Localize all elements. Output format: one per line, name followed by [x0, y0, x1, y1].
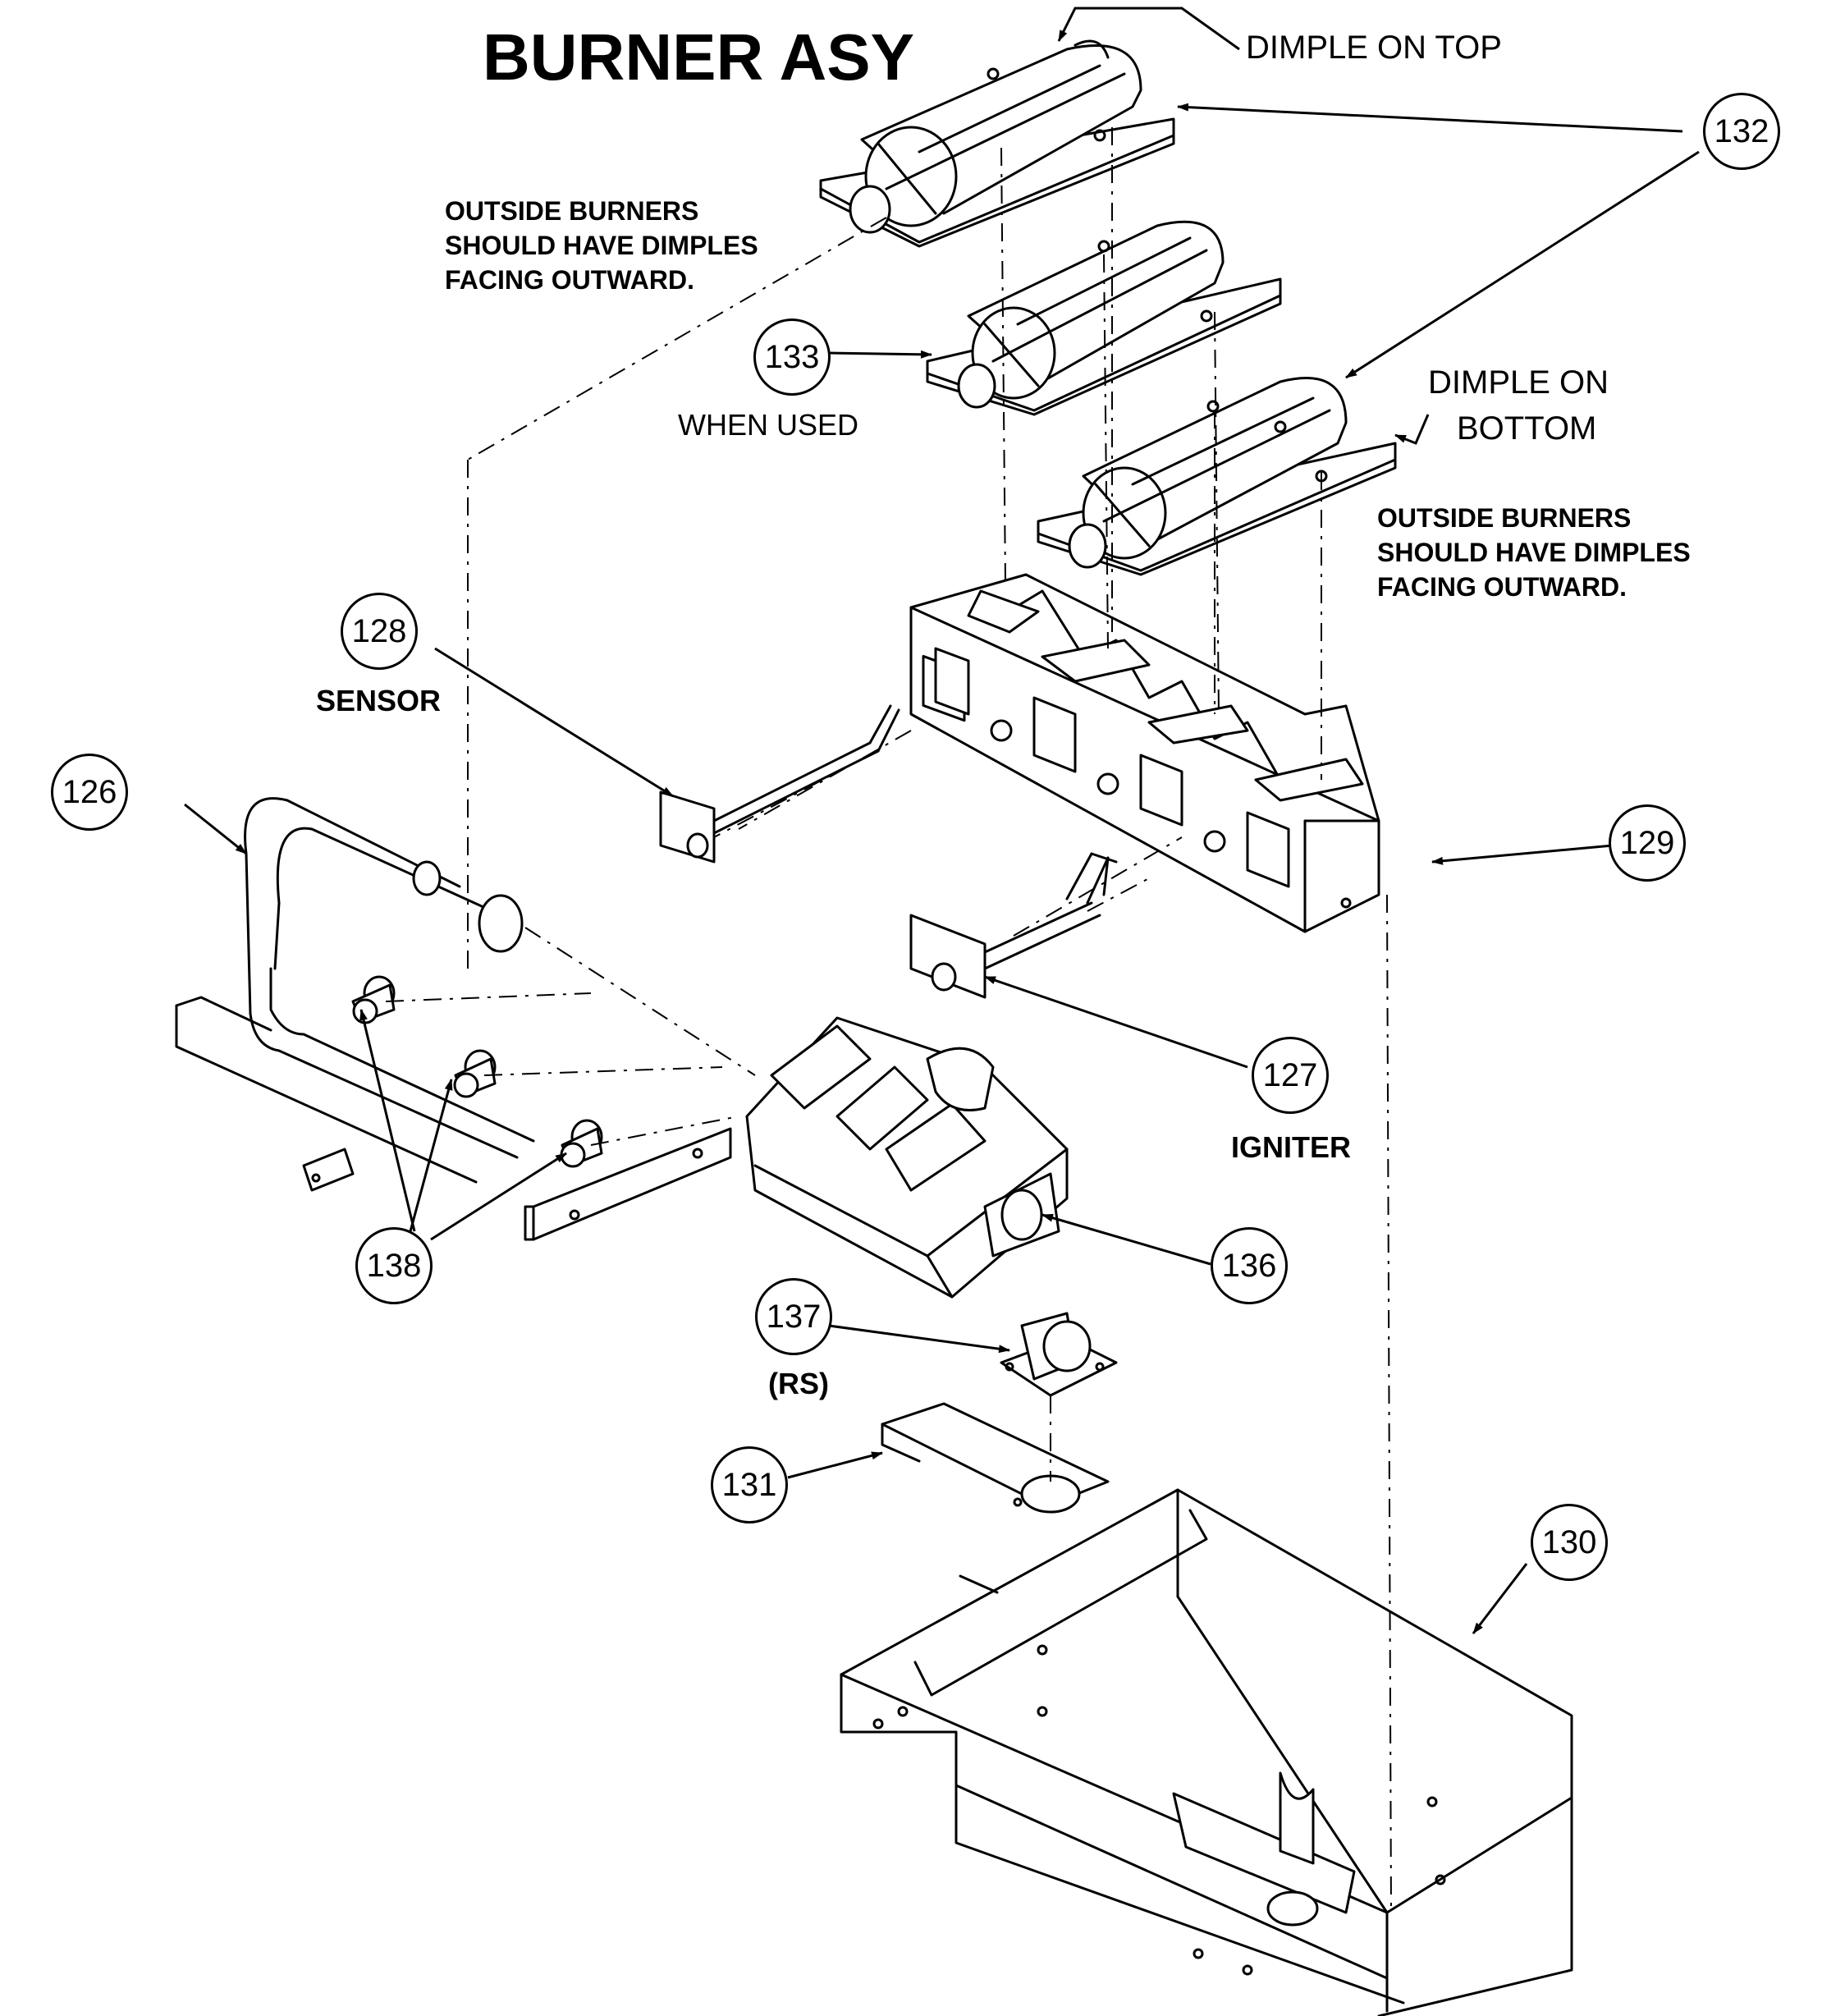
hot-surface-igniter [911, 854, 1116, 997]
callout-130: 130 [1531, 1504, 1608, 1581]
burner-box [911, 575, 1379, 932]
dimple-on-top-label: DIMPLE ON TOP [1246, 30, 1502, 66]
orifice-2 [455, 1051, 495, 1097]
orifice-1 [353, 977, 394, 1023]
sensor-label: SENSOR [316, 684, 442, 717]
callout-129: 129 [1609, 804, 1686, 882]
callout-133: 133 [753, 318, 831, 396]
note-right-line-2: SHOULD HAVE DIMPLES [1377, 538, 1691, 567]
dimple-on-bottom-label-1: DIMPLE ON [1428, 364, 1609, 401]
callout-128: 128 [341, 593, 418, 670]
burner-shield [841, 1490, 1572, 2016]
note-left-line-2: SHOULD HAVE DIMPLES [445, 231, 758, 260]
switch-bracket [882, 1404, 1108, 1512]
orifice-3 [561, 1120, 602, 1166]
manifold-pipe [176, 799, 730, 1239]
dimple-on-bottom-label-2: BOTTOM [1457, 410, 1597, 447]
callout-136: 136 [1211, 1227, 1288, 1304]
callout-137: 137 [755, 1278, 832, 1355]
callout-126: 126 [51, 754, 128, 831]
flame-sensor [661, 706, 899, 862]
callout-138: 138 [355, 1227, 433, 1304]
rollout-switch [1001, 1313, 1116, 1395]
gas-valve [747, 1018, 1067, 1297]
outside-burners-note-left: OUTSIDE BURNERS SHOULD HAVE DIMPLES FACI… [445, 194, 758, 297]
callout-132: 132 [1703, 93, 1780, 170]
callout-131: 131 [711, 1446, 788, 1523]
note-left-line-3: FACING OUTWARD. [445, 265, 694, 295]
diagram-title: BURNER ASY [483, 21, 914, 94]
outside-burners-note-right: OUTSIDE BURNERS SHOULD HAVE DIMPLES FACI… [1377, 501, 1691, 604]
note-right-line-1: OUTSIDE BURNERS [1377, 503, 1632, 533]
rs-label: (RS) [768, 1367, 829, 1400]
callout-127: 127 [1252, 1037, 1329, 1114]
burner-middle [927, 222, 1280, 415]
igniter-label: IGNITER [1231, 1130, 1352, 1164]
note-left-line-1: OUTSIDE BURNERS [445, 196, 699, 226]
note-right-line-3: FACING OUTWARD. [1377, 572, 1627, 602]
when-used-label: WHEN USED [678, 408, 859, 442]
